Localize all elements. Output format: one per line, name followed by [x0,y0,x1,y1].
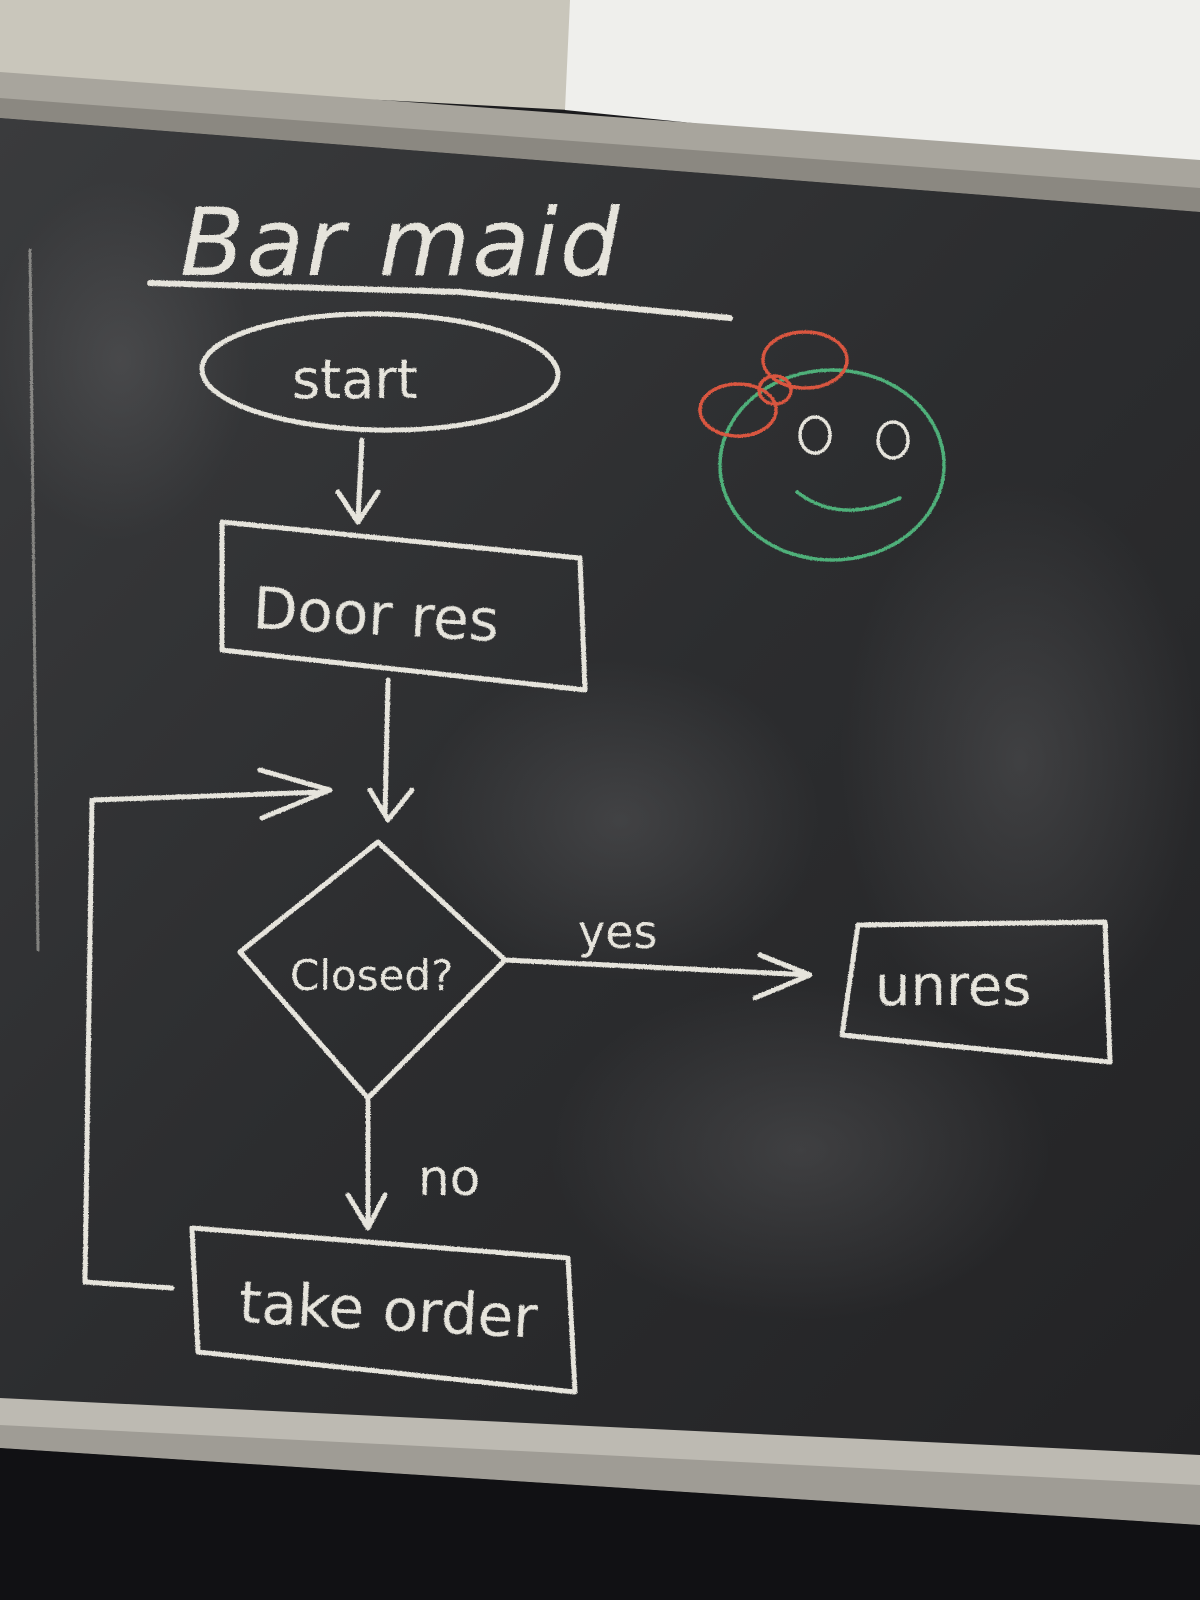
door-res-box [219,519,588,693]
left-eye [798,415,832,455]
node-door-res-label: Door res [251,574,501,655]
wall-top-right [565,0,1200,175]
title-underline [147,280,733,321]
node-unres-label: unres [875,954,1031,1019]
start-oval [199,311,561,433]
arrow-start-to-door [355,437,365,523]
flowchart [28,248,1113,1395]
face-outline [718,368,946,562]
node-decision-label: Closed? [290,951,453,1000]
arrow-yes [502,957,813,978]
smiley-face-drawing [698,330,946,562]
wall-top-left [0,0,575,110]
diagram-title: Bar maid [180,189,622,298]
bow-knot [757,374,793,406]
arrow-door-to-decision [382,677,391,818]
node-take-order-label: take order [237,1268,539,1352]
edge-no-label: no [418,1149,480,1207]
bow-left-loop [698,382,778,438]
take-order-box [189,1225,578,1395]
right-eye [876,420,910,460]
unres-box [839,919,1113,1065]
arrow-loop-back [82,789,328,1291]
bow-right-loop [761,330,849,390]
edge-yes-label: yes [578,905,658,959]
smile [795,490,902,512]
node-start-label: start [292,348,418,411]
